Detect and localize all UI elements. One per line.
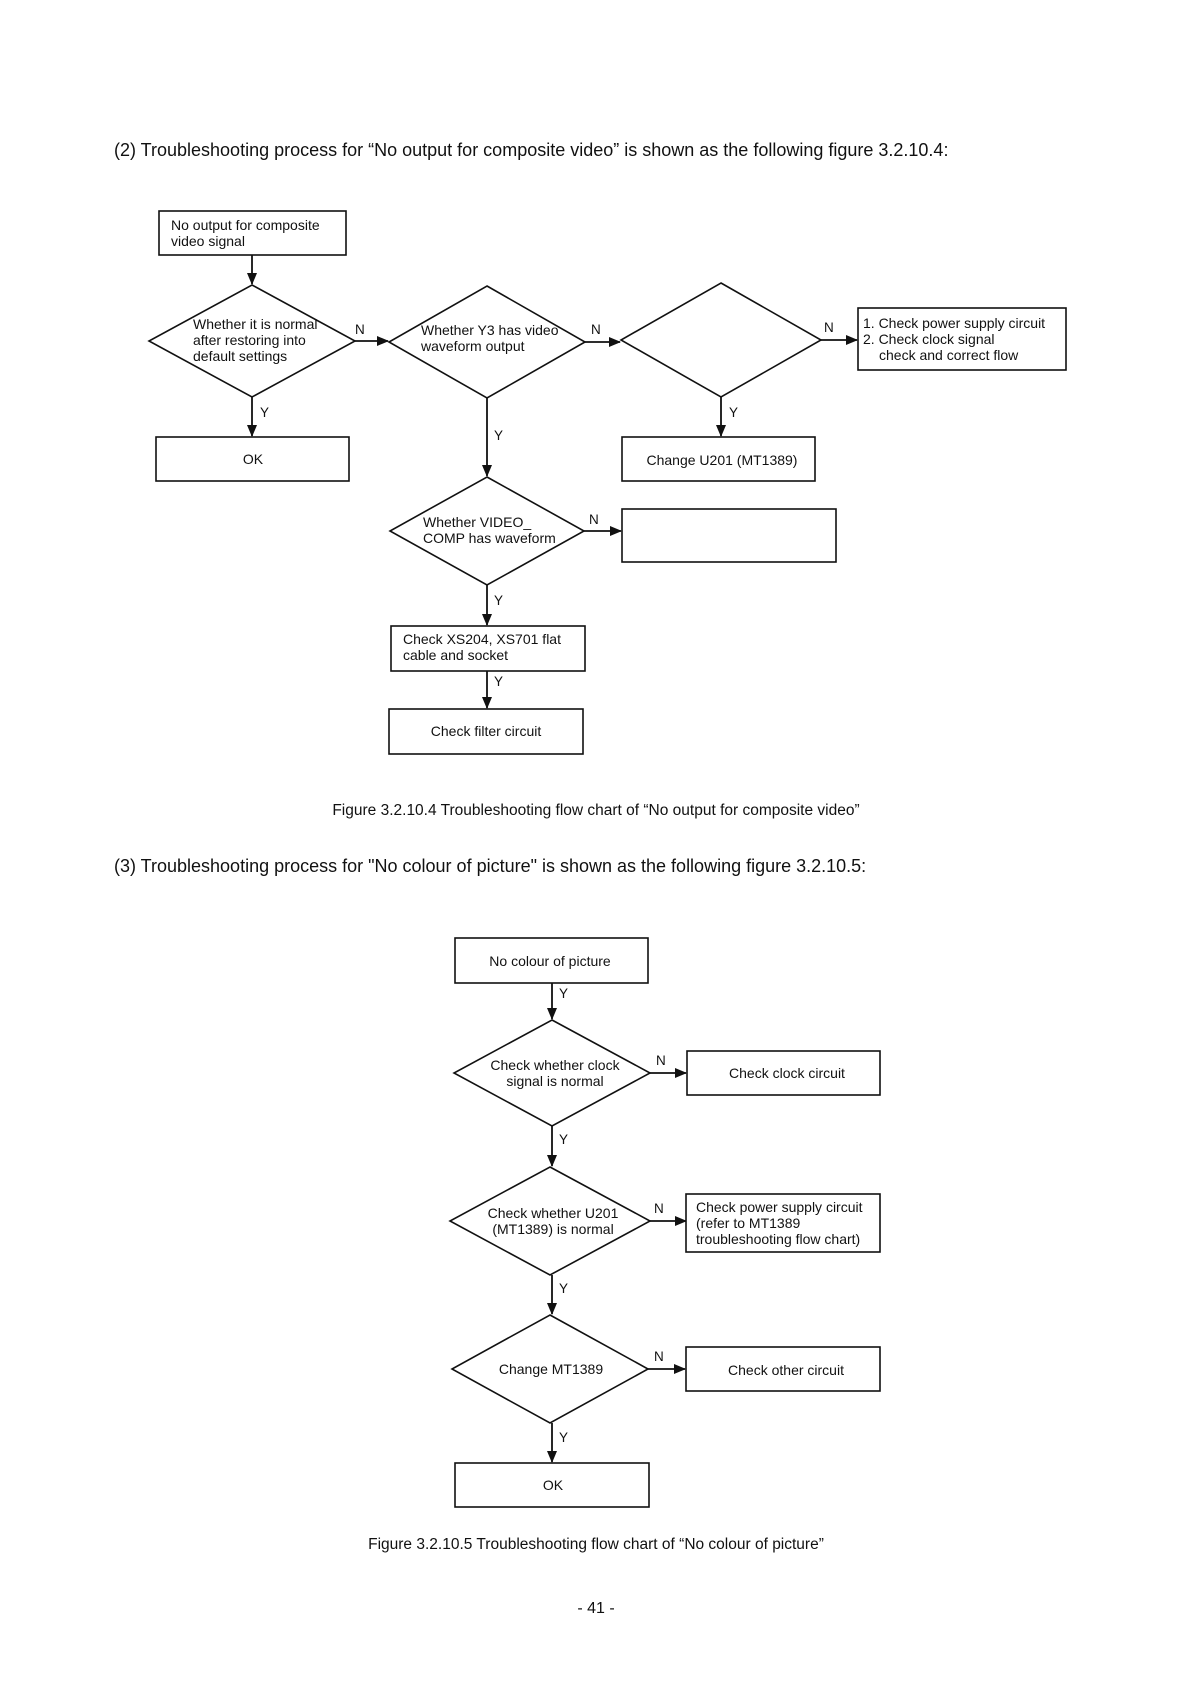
decision-clock-line-1: Check whether clock [490, 1057, 620, 1073]
check-power-line-2: (refer to MT1389 [696, 1215, 800, 1231]
no-label: N [591, 322, 601, 337]
decision-default-line-2: after restoring into [193, 332, 306, 348]
decision-y3-line-1: Whether Y3 has video [421, 322, 559, 338]
no-colour-flowchart: No colour of picture Y Check whether clo… [448, 937, 881, 1508]
ok-box: OK [454, 1462, 650, 1508]
check-power-line-3: troubleshooting flow chart) [696, 1231, 860, 1247]
decision-default-line-3: default settings [193, 348, 287, 364]
start-box: No output for composite video signal [158, 210, 347, 256]
decision-blank [619, 282, 823, 398]
yes-label: Y [559, 986, 568, 1001]
no-label: N [824, 320, 834, 335]
check-other-circuit-box: Check other circuit [685, 1346, 881, 1392]
decision-u201-normal: Check whether U201 (MT1389) is normal [448, 1166, 652, 1276]
decision-clock-signal: Check whether clock signal is normal [452, 1019, 652, 1127]
yes-label: Y [494, 674, 503, 689]
change-u201-text: Change U201 (MT1389) [647, 452, 798, 468]
yes-label: Y [559, 1281, 568, 1296]
check-xs-cable-box: Check XS204, XS701 flat cable and socket [390, 625, 586, 672]
decision-video-line-2: COMP has waveform [423, 530, 556, 546]
yes-label: Y [494, 593, 503, 608]
check-clock-text: Check clock circuit [729, 1065, 845, 1081]
decision-clock-line-2: signal is normal [506, 1073, 603, 1089]
section-3-heading: (3) Troubleshooting process for "No colo… [114, 856, 867, 876]
decision-default-settings: Whether it is normal after restoring int… [147, 284, 357, 398]
yes-label: Y [559, 1430, 568, 1445]
decision-y3-line-2: waveform output [420, 338, 525, 354]
decision-change-text: Change MT1389 [499, 1361, 604, 1377]
figure-caption-3-2-10-5: Figure 3.2.10.5 Troubleshooting flow cha… [368, 1536, 824, 1553]
composite-video-flowchart: No output for composite video signal Whe… [147, 210, 1067, 755]
check-other-text: Check other circuit [728, 1362, 844, 1378]
no-label: N [654, 1201, 664, 1216]
check-filter-text: Check filter circuit [431, 723, 542, 739]
power-line-2: 2. Check clock signal [863, 331, 995, 347]
empty-action-box [621, 508, 837, 563]
check-power-supply-box: Check power supply circuit (refer to MT1… [685, 1193, 881, 1253]
check-clock-circuit-box: Check clock circuit [686, 1050, 881, 1096]
yes-label: Y [559, 1132, 568, 1147]
page-number: - 41 - [577, 1600, 615, 1617]
decision-change-mt1389: Change MT1389 [450, 1314, 650, 1424]
decision-y3-waveform: Whether Y3 has video waveform output [387, 285, 587, 399]
start-line-1: No output for composite [171, 217, 320, 233]
check-xs-line-1: Check XS204, XS701 flat [403, 631, 561, 647]
no-label: N [355, 322, 365, 337]
ok-text: OK [243, 451, 264, 467]
yes-label: Y [729, 405, 738, 420]
power-line-1: 1. Check power supply circuit [863, 315, 1045, 331]
decision-video-line-1: Whether VIDEO_ [423, 514, 531, 530]
check-power-clock-box: 1. Check power supply circuit 2. Check c… [857, 307, 1067, 371]
check-xs-line-2: cable and socket [403, 647, 508, 663]
decision-default-line-1: Whether it is normal [193, 316, 317, 332]
start-line-2: video signal [171, 233, 245, 249]
no-label: N [589, 512, 599, 527]
no-label: N [654, 1349, 664, 1364]
no-label: N [656, 1053, 666, 1068]
section-2-heading: (2) Troubleshooting process for “No outp… [114, 140, 949, 160]
start-text: No colour of picture [489, 953, 611, 969]
decision-u201-line-1: Check whether U201 [488, 1205, 619, 1221]
yes-label: Y [494, 428, 503, 443]
ok-box: OK [155, 436, 350, 482]
check-power-line-1: Check power supply circuit [696, 1199, 863, 1215]
decision-video-comp: Whether VIDEO_ COMP has waveform [388, 476, 586, 586]
change-u201-box: Change U201 (MT1389) [621, 436, 816, 482]
decision-u201-line-2: (MT1389) is normal [492, 1221, 613, 1237]
check-filter-box: Check filter circuit [388, 708, 584, 755]
ok-text: OK [543, 1477, 564, 1493]
yes-label: Y [260, 405, 269, 420]
figure-caption-3-2-10-4: Figure 3.2.10.4 Troubleshooting flow cha… [332, 802, 860, 819]
start-box: No colour of picture [454, 937, 649, 984]
power-line-3: check and correct flow [879, 347, 1019, 363]
